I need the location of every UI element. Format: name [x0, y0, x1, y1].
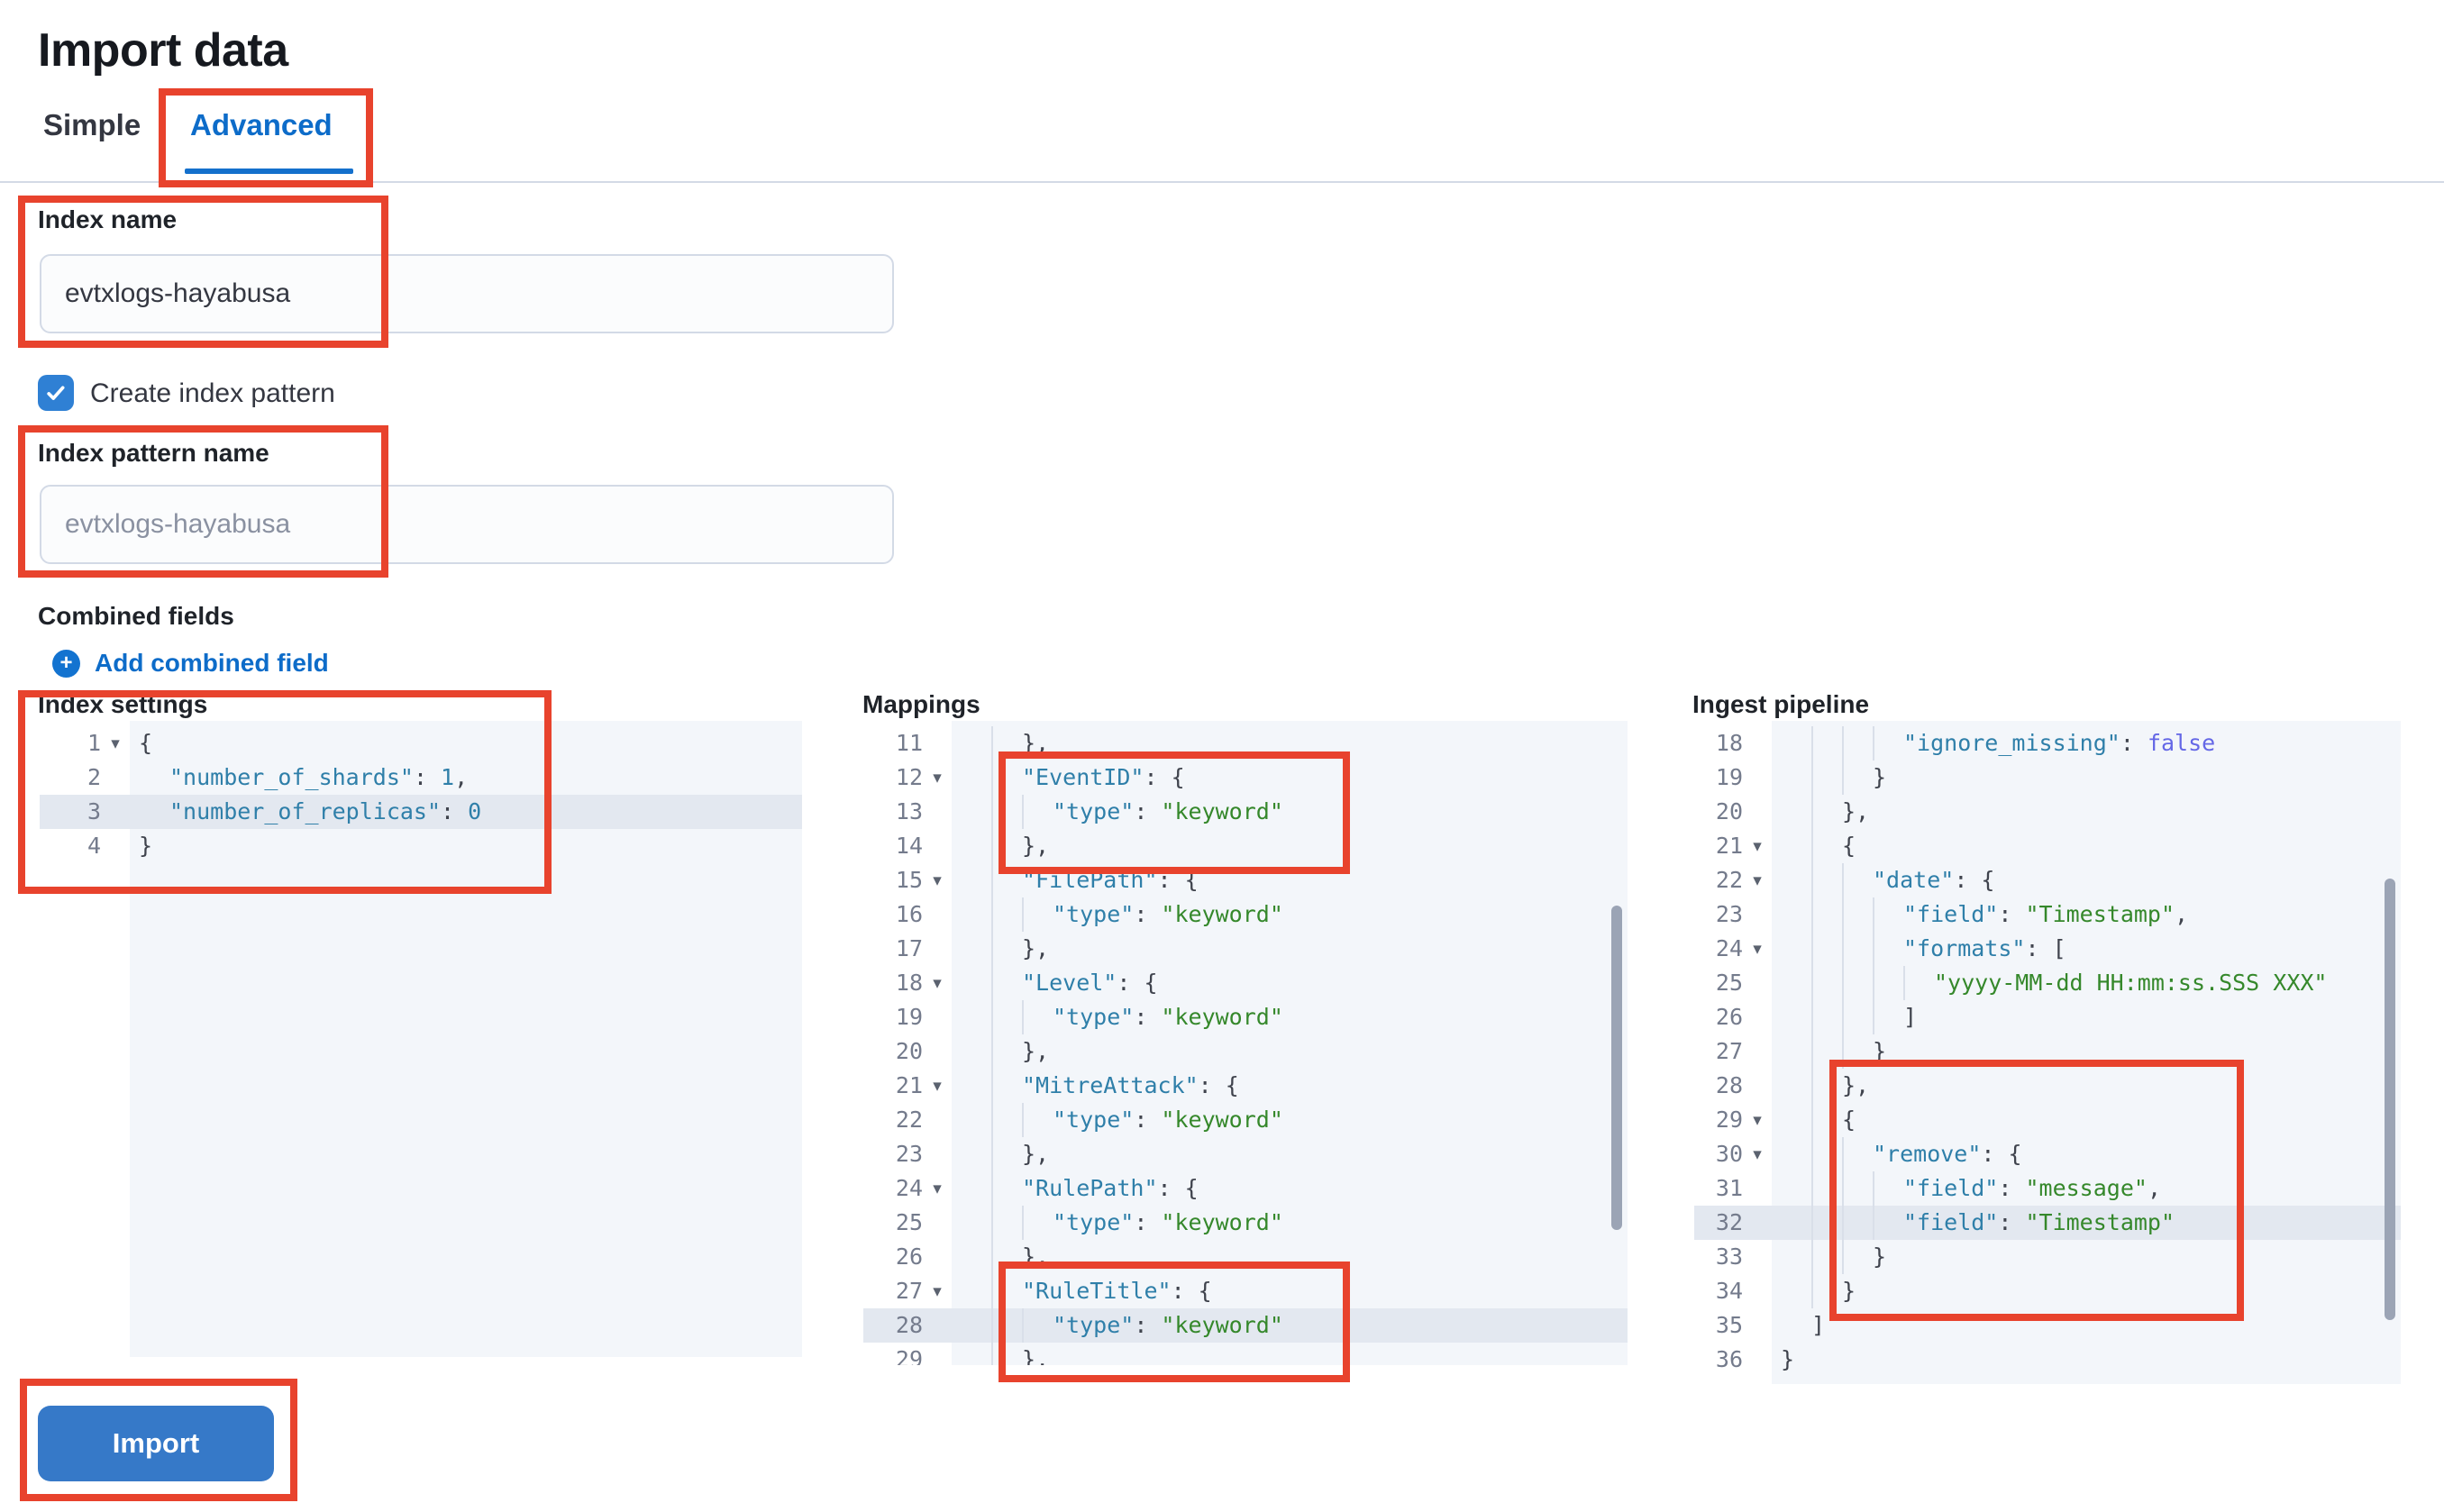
fold-arrow-icon[interactable]: ▾ [1753, 870, 1762, 890]
index-name-input[interactable] [40, 254, 894, 333]
fold-arrow-icon[interactable]: ▾ [933, 870, 942, 890]
code-line-21[interactable]: 21▾{ [1694, 829, 2401, 863]
code-line-11[interactable]: 11}, [863, 726, 1628, 761]
create-index-pattern-checkbox[interactable] [38, 375, 74, 411]
import-button[interactable]: Import [38, 1406, 274, 1481]
code-line-23[interactable]: 23"field": "Timestamp", [1694, 897, 2401, 932]
fold-arrow-icon[interactable]: ▾ [111, 733, 120, 753]
mappings-scrollbar[interactable] [1611, 906, 1622, 1230]
code-line-27[interactable]: 27} [1694, 1034, 2401, 1069]
tab-advanced[interactable]: Advanced [190, 108, 333, 141]
create-index-pattern-label: Create index pattern [90, 378, 335, 408]
code-line-28[interactable]: 28}, [1694, 1069, 2401, 1103]
code-line-17[interactable]: 17}, [863, 932, 1628, 966]
code-line-20[interactable]: 20}, [863, 1034, 1628, 1069]
fold-arrow-icon[interactable]: ▾ [1753, 939, 1762, 959]
code-line-31[interactable]: 31"field": "message", [1694, 1171, 2401, 1206]
fold-arrow-icon[interactable]: ▾ [933, 768, 942, 788]
code-line-15[interactable]: 15▾"FilePath": { [863, 863, 1628, 897]
code-line-20[interactable]: 20}, [1694, 795, 2401, 829]
code-line-29[interactable]: 29▾{ [1694, 1103, 2401, 1137]
code-line-24[interactable]: 24▾"RulePath": { [863, 1171, 1628, 1206]
code-line-32[interactable]: 32"field": "Timestamp" [1694, 1206, 2401, 1240]
index-name-label: Index name [38, 205, 178, 233]
code-line-28[interactable]: 28"type": "keyword" [863, 1308, 1628, 1343]
combined-fields-label: Combined fields [38, 602, 234, 630]
code-line-13[interactable]: 13"type": "keyword" [863, 795, 1628, 829]
code-line-26[interactable]: 26] [1694, 1000, 2401, 1034]
code-line-14[interactable]: 14}, [863, 829, 1628, 863]
code-line-29[interactable]: 29}, [863, 1343, 1628, 1365]
fold-arrow-icon[interactable]: ▾ [933, 1281, 942, 1301]
code-line-2[interactable]: 2"number_of_shards": 1, [87, 764, 469, 790]
code-line-18[interactable]: 18"ignore_missing": false [1694, 726, 2401, 761]
checkmark-icon [47, 386, 65, 400]
code-line-26[interactable]: 26}, [863, 1240, 1628, 1274]
code-line-22[interactable]: 22"type": "keyword" [863, 1103, 1628, 1137]
index-settings-label: Index settings [38, 690, 208, 718]
code-line-18[interactable]: 18▾"Level": { [863, 966, 1628, 1000]
gutter [863, 721, 952, 1365]
add-combined-field-label: Add combined field [95, 649, 329, 677]
gutter [1694, 721, 1772, 1384]
active-tab-underline [185, 169, 353, 174]
code-line-23[interactable]: 23}, [863, 1137, 1628, 1171]
header-divider [0, 181, 2444, 183]
mappings-label: Mappings [862, 690, 980, 718]
code-line-22[interactable]: 22▾"date": { [1694, 863, 2401, 897]
code-line-27[interactable]: 27▾"RuleTitle": { [863, 1274, 1628, 1308]
code-line-21[interactable]: 21▾"MitreAttack": { [863, 1069, 1628, 1103]
code-line-12[interactable]: 12▾"EventID": { [863, 761, 1628, 795]
index-pattern-name-label: Index pattern name [38, 439, 269, 467]
code-line-16[interactable]: 16"type": "keyword" [863, 897, 1628, 932]
code-line-1[interactable]: 1▾{ [40, 726, 802, 761]
fold-arrow-icon[interactable]: ▾ [1753, 1144, 1762, 1164]
code-line-25[interactable]: 25"type": "keyword" [863, 1206, 1628, 1240]
code-line-33[interactable]: 33} [1694, 1240, 2401, 1274]
code-line-24[interactable]: 24▾"formats": [ [1694, 932, 2401, 966]
index-pattern-name-input[interactable] [40, 485, 894, 564]
code-line-34[interactable]: 34} [1694, 1274, 2401, 1308]
tab-simple[interactable]: Simple [43, 108, 141, 141]
fold-arrow-icon[interactable]: ▾ [933, 1179, 942, 1198]
fold-arrow-icon[interactable]: ▾ [1753, 836, 1762, 856]
code-line-35[interactable]: 35] [1715, 1312, 1826, 1338]
code-line-36[interactable]: 36} [1715, 1346, 1795, 1372]
fold-arrow-icon[interactable]: ▾ [933, 1076, 942, 1096]
plus-circle-icon: + [52, 649, 80, 678]
code-line-4[interactable]: 4} [87, 833, 153, 859]
ingest-pipeline-scrollbar[interactable] [2385, 879, 2395, 1320]
mappings-editor[interactable]: 11},12▾"EventID": {13"type": "keyword"14… [863, 721, 1628, 1365]
page-title: Import data [38, 24, 288, 77]
fold-arrow-icon[interactable]: ▾ [1753, 1110, 1762, 1130]
code-line-3[interactable]: 3"number_of_replicas": 0 [40, 795, 802, 829]
code-line-25[interactable]: 25"yyyy-MM-dd HH:mm:ss.SSS XXX" [1694, 966, 2401, 1000]
code-line-30[interactable]: 30▾"remove": { [1694, 1137, 2401, 1171]
add-combined-field-button[interactable]: + Add combined field [52, 649, 329, 678]
code-line-19[interactable]: 19} [1694, 761, 2401, 795]
code-line-19[interactable]: 19"type": "keyword" [863, 1000, 1628, 1034]
ingest-pipeline-label: Ingest pipeline [1692, 690, 1870, 718]
index-settings-editor[interactable]: 1▾{ 2"number_of_shards": 1, 3"number_of_re… [40, 721, 802, 1357]
fold-arrow-icon[interactable]: ▾ [933, 973, 942, 993]
